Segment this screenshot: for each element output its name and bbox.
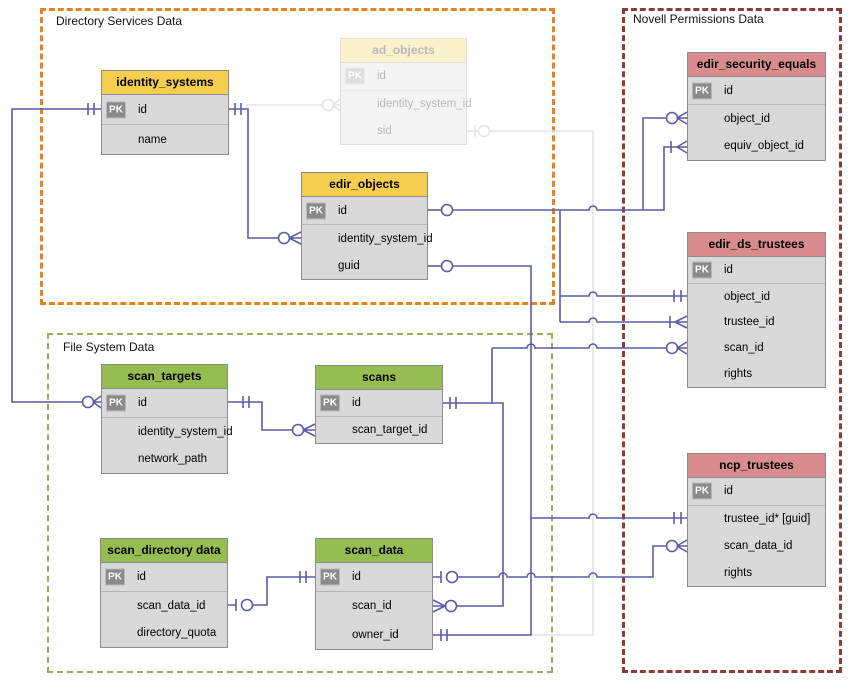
entity-title: identity_systems: [102, 71, 228, 95]
field-row: owner_id: [316, 621, 432, 649]
field-name: id: [724, 263, 733, 276]
field-name: rights: [724, 368, 753, 381]
field-name: scan_target_id: [352, 424, 428, 436]
field-name: scan_data_id: [724, 539, 793, 552]
field-name: id: [137, 570, 146, 583]
pk-badge: PK: [692, 261, 712, 279]
field-row: equiv_object_id: [688, 133, 825, 160]
field-row: PK id: [688, 257, 825, 284]
entity-title: edir_objects: [302, 173, 427, 197]
pk-badge: PK: [692, 82, 712, 100]
field-name: id: [338, 204, 347, 217]
field-name: id: [724, 84, 733, 97]
field-row: sid: [341, 117, 466, 144]
field-name: object_id: [724, 290, 771, 303]
entity-identity-systems[interactable]: identity_systems PK id name: [101, 70, 229, 155]
field-name: scan_id: [352, 600, 392, 613]
field-row: scan_data_id: [688, 533, 825, 560]
field-row: object_id: [688, 105, 825, 132]
entity-scans[interactable]: scans PK id scan_target_id: [315, 365, 443, 444]
pk-badge: PK: [106, 101, 126, 118]
field-row: name: [102, 125, 228, 154]
field-name: id: [352, 397, 361, 409]
pk-badge: PK: [306, 202, 326, 219]
field-row: PK id: [102, 95, 228, 125]
field-name: trustee_id: [724, 316, 775, 329]
field-row: guid: [302, 252, 427, 279]
field-name: object_id: [724, 112, 771, 125]
field-row: PK id: [302, 197, 427, 225]
field-name: scan_data_id: [137, 599, 206, 612]
entity-edir-security-equals[interactable]: edir_security_equals PK id object_id equ…: [687, 52, 826, 161]
group-label-file-system: File System Data: [60, 340, 158, 354]
field-row: rights: [688, 361, 825, 387]
field-name: id: [138, 396, 147, 409]
field-row: scan_id: [316, 592, 432, 620]
field-name: owner_id: [352, 628, 399, 641]
pk-badge: PK: [692, 482, 712, 500]
field-row: trustee_id: [688, 310, 825, 336]
field-name: id: [377, 70, 386, 83]
field-row: PK id: [102, 389, 227, 418]
group-label-directory-services: Directory Services Data: [53, 14, 186, 28]
entity-title: scan_directory data: [101, 539, 227, 563]
entity-title: ad_objects: [341, 39, 466, 63]
entity-edir-ds-trustees[interactable]: edir_ds_trustees PK id object_id trustee…: [687, 232, 826, 388]
field-row: PK id: [101, 563, 227, 592]
field-name: identity_system_id: [338, 232, 433, 245]
field-name: trustee_id* [guid]: [724, 513, 811, 526]
field-name: name: [138, 133, 167, 146]
field-row: PK id: [688, 478, 825, 506]
field-name: network_path: [138, 453, 208, 466]
field-row: PK id: [341, 63, 466, 91]
field-name: id: [138, 103, 147, 116]
field-name: scan_id: [724, 342, 764, 355]
entity-scan-directory-data[interactable]: scan_directory data PK id scan_data_id d…: [100, 538, 228, 648]
field-name: identity_system_id: [138, 425, 233, 438]
field-name: guid: [338, 259, 360, 272]
field-row: directory_quota: [101, 619, 227, 647]
pk-badge: PK: [345, 67, 365, 85]
field-row: identity_system_id: [302, 225, 433, 252]
entity-title: edir_ds_trustees: [688, 233, 825, 257]
entity-title: scan_data: [316, 539, 432, 563]
entity-title: ncp_trustees: [688, 454, 825, 478]
field-row: scan_data_id: [101, 592, 227, 620]
pk-badge: PK: [320, 568, 340, 586]
pk-badge: PK: [320, 394, 340, 412]
field-row: identity_system_id: [341, 91, 472, 118]
field-row: PK id: [688, 77, 825, 106]
field-name: equiv_object_id: [724, 140, 804, 153]
entity-scan-data[interactable]: scan_data PK id scan_id owner_id: [315, 538, 433, 650]
field-name: id: [724, 485, 733, 498]
entity-title: scan_targets: [102, 365, 227, 389]
field-row: PK id: [316, 390, 442, 417]
field-row: object_id: [688, 284, 825, 310]
field-row: PK id: [316, 563, 432, 593]
group-novell: [622, 8, 842, 673]
field-name: sid: [377, 124, 392, 137]
field-row: scan_id: [688, 335, 825, 361]
field-row: identity_system_id: [102, 418, 233, 446]
field-row: network_path: [102, 445, 227, 473]
entity-ad-objects[interactable]: ad_objects PK id identity_system_id sid: [340, 38, 472, 145]
field-row: rights: [688, 559, 825, 586]
group-directory-services: [40, 8, 555, 305]
field-row: trustee_id* [guid]: [688, 506, 825, 533]
group-label-novell: Novell Permissions Data: [630, 12, 767, 26]
entity-scan-targets[interactable]: scan_targets PK id identity_system_id ne…: [101, 364, 233, 474]
field-name: rights: [724, 566, 753, 579]
field-name: id: [352, 571, 361, 584]
entity-edir-objects[interactable]: edir_objects PK id identity_system_id gu…: [301, 172, 433, 280]
field-name: directory_quota: [137, 627, 217, 640]
entity-ncp-trustees[interactable]: ncp_trustees PK id trustee_id* [guid] sc…: [687, 453, 826, 587]
pk-badge: PK: [105, 568, 125, 586]
entity-title: edir_security_equals: [688, 53, 825, 77]
pk-badge: PK: [106, 394, 126, 412]
field-name: identity_system_id: [377, 98, 472, 110]
field-row: scan_target_id: [316, 417, 442, 443]
entity-title: scans: [316, 366, 442, 390]
